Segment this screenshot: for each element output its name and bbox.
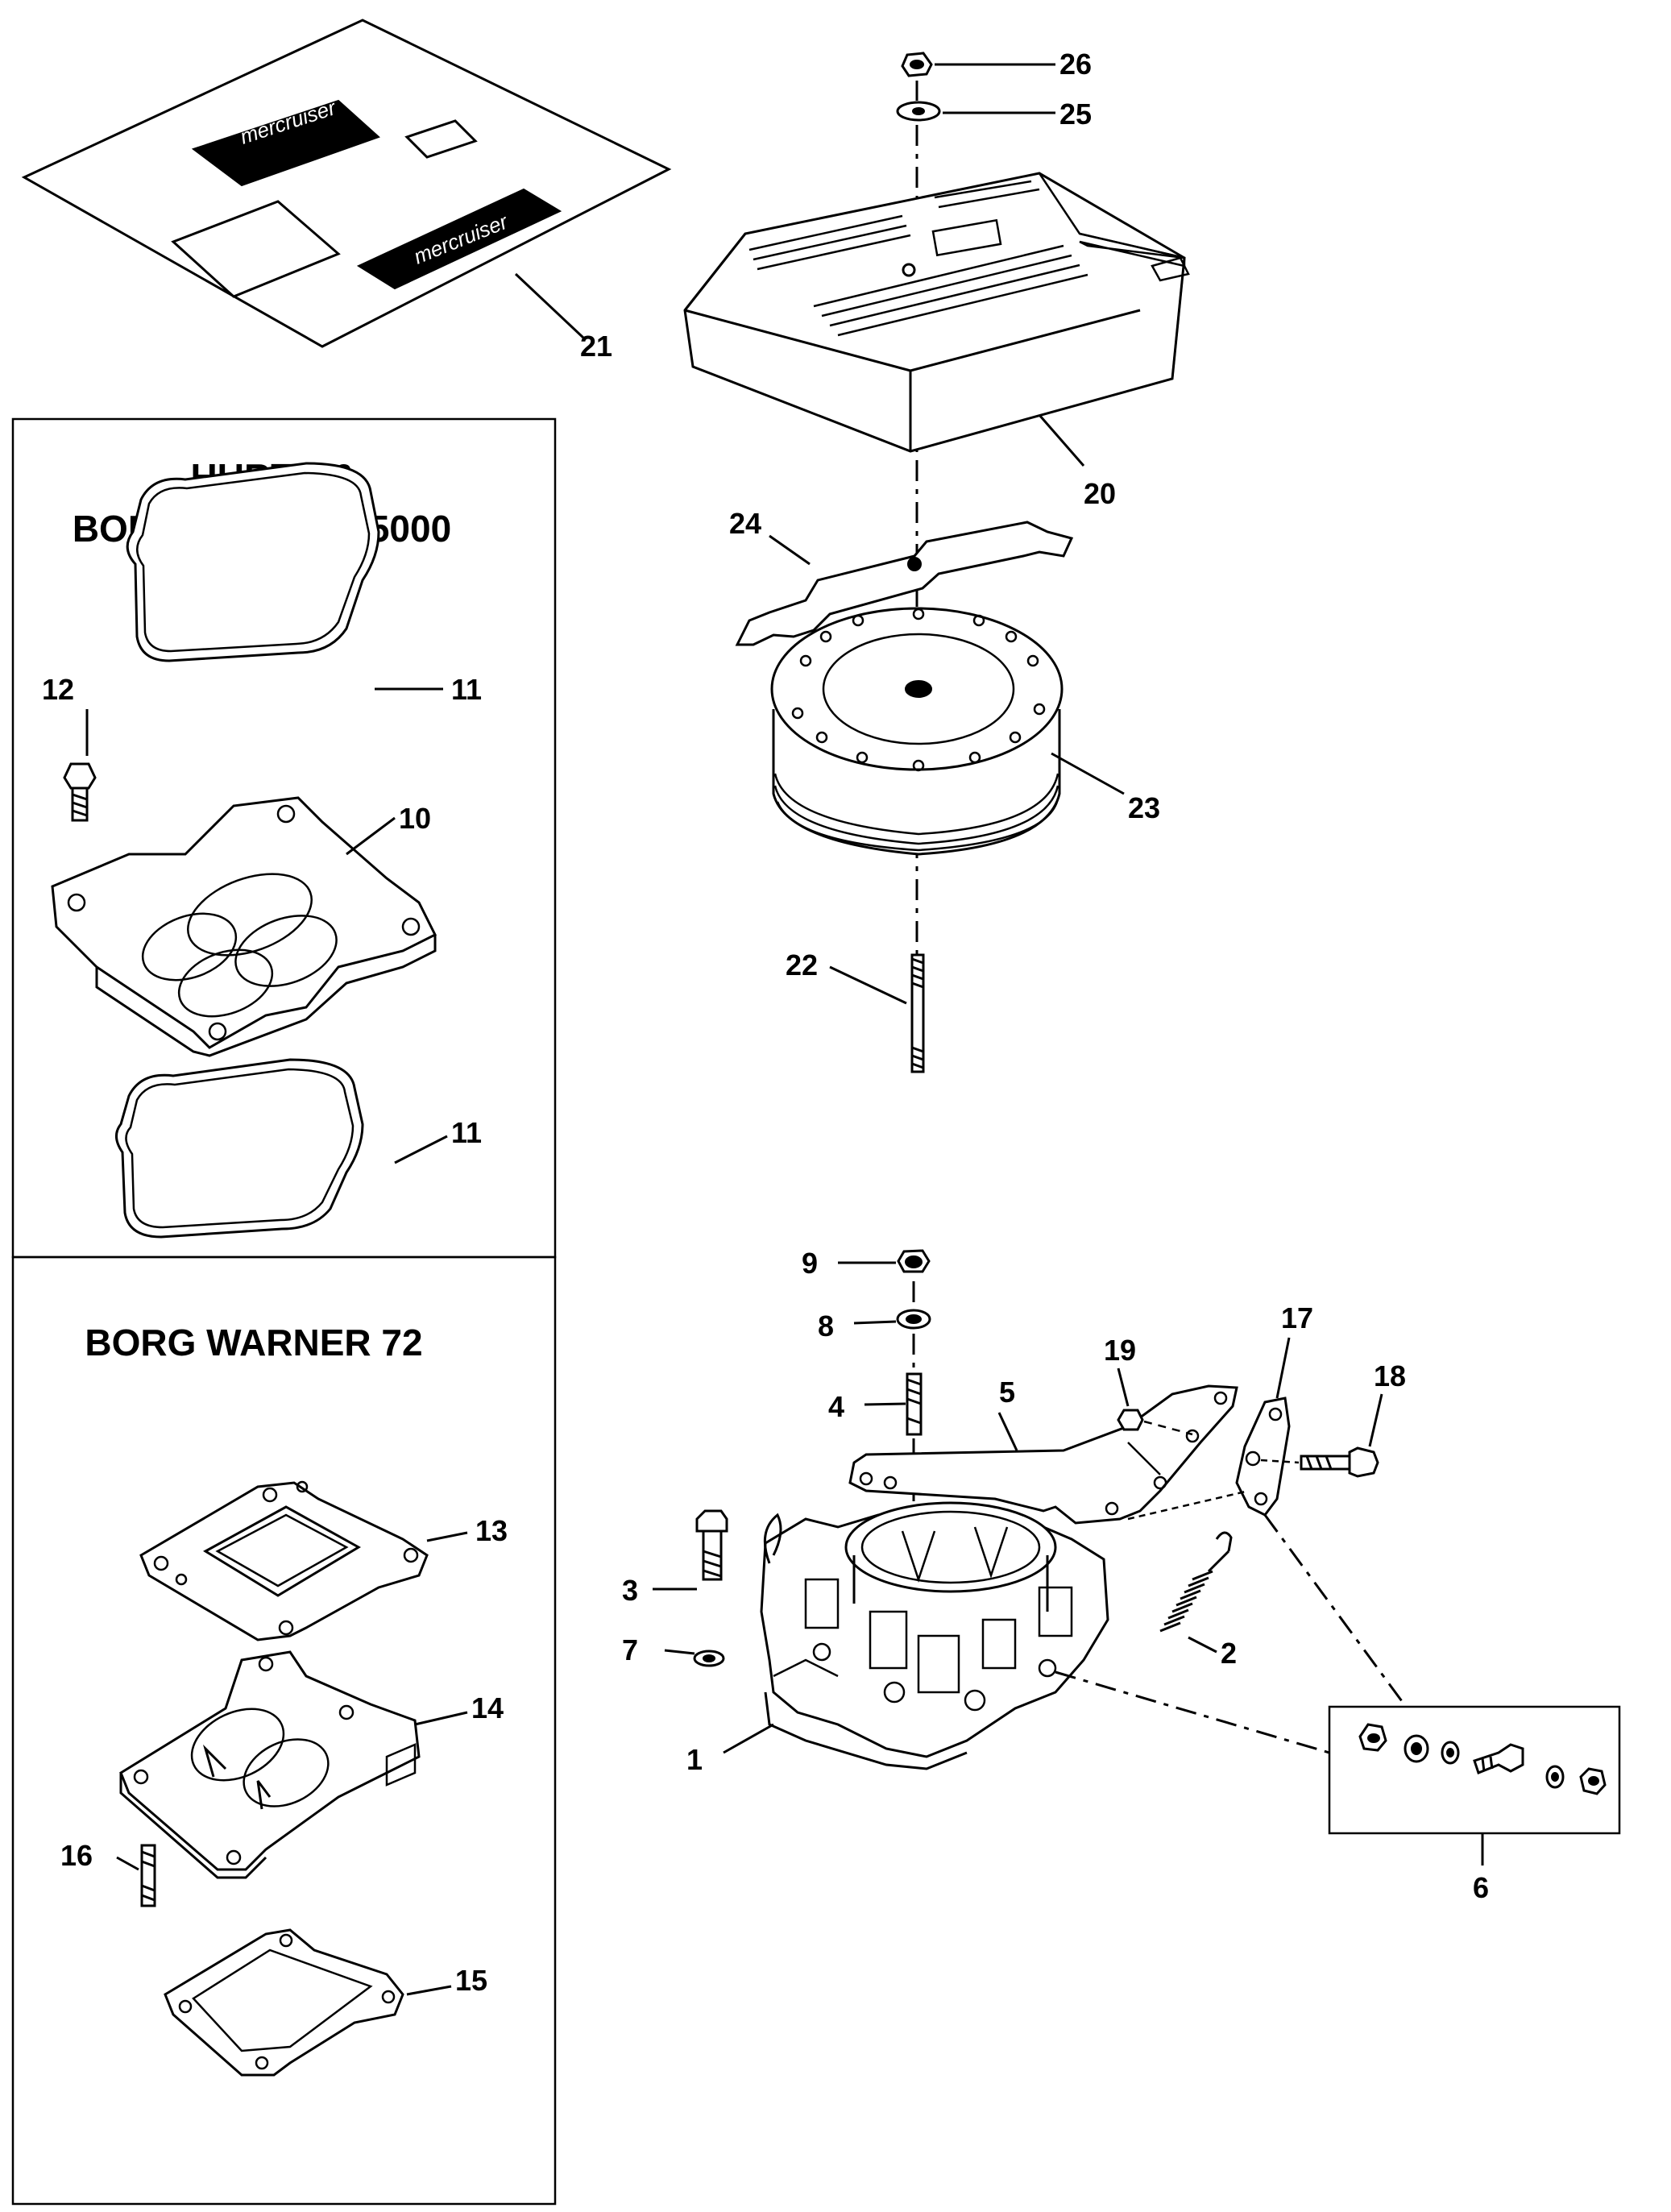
panel-borg-warner-72 xyxy=(11,1255,557,2206)
callout-labels: 26 25 21 20 24 23 22 12 11 10 11 13 14 1… xyxy=(42,48,1489,1997)
callout-26: 26 xyxy=(1059,48,1092,81)
callout-10: 10 xyxy=(399,802,431,835)
stud-part-22 xyxy=(910,953,925,1073)
callout-19: 19 xyxy=(1104,1334,1136,1367)
callout-3: 3 xyxy=(622,1574,638,1607)
callout-18: 18 xyxy=(1374,1359,1406,1392)
washer-part-25 xyxy=(896,101,941,122)
decal-sheet-part-21: mercruiser mercruiser xyxy=(21,19,672,348)
callout-6: 6 xyxy=(1473,1871,1489,1904)
panel-title-borg-warner-72: BORG WARNER 72 xyxy=(85,1322,422,1363)
bracket-part-24 xyxy=(735,521,1074,646)
callout-20: 20 xyxy=(1084,477,1116,510)
connector-plate-to-kit xyxy=(1263,1514,1408,1708)
spring-part-2 xyxy=(1159,1531,1233,1633)
callout-13: 13 xyxy=(475,1514,508,1547)
callout-1: 1 xyxy=(686,1743,703,1776)
nut-part-19 xyxy=(1117,1409,1144,1431)
callout-9: 9 xyxy=(802,1247,818,1280)
washer-part-8 xyxy=(896,1309,931,1330)
leader-lines xyxy=(85,63,1484,1996)
flame-arrestor-part-23 xyxy=(770,607,1064,856)
callout-8: 8 xyxy=(818,1309,834,1343)
callout-24: 24 xyxy=(729,507,761,540)
callout-2: 2 xyxy=(1221,1637,1237,1670)
callout-22: 22 xyxy=(786,948,818,981)
callout-25: 25 xyxy=(1059,98,1092,131)
stud-part-4 xyxy=(906,1372,923,1436)
callout-21: 21 xyxy=(580,330,612,363)
kit-components-part-6 xyxy=(1358,1723,1607,1795)
callout-17: 17 xyxy=(1281,1301,1313,1334)
callout-15: 15 xyxy=(455,1964,487,1997)
gasket-part-15 xyxy=(164,1928,404,2077)
callout-11-lower: 11 xyxy=(451,1116,482,1149)
bolt-part-18 xyxy=(1300,1446,1379,1478)
callout-12: 12 xyxy=(42,673,74,706)
plate-part-17 xyxy=(1235,1397,1291,1517)
nut-part-9 xyxy=(897,1249,931,1273)
stud-part-16 xyxy=(140,1844,156,1907)
connector-carb-to-kit xyxy=(1055,1670,1330,1754)
bolt-part-3 xyxy=(695,1509,728,1581)
flame-arrestor-cover-part-20 xyxy=(683,172,1190,453)
lock-washer-part-7 xyxy=(693,1650,725,1667)
kit-box-part-6 xyxy=(1328,1705,1621,1835)
callout-5: 5 xyxy=(999,1376,1015,1409)
screw-part-12 xyxy=(63,762,97,822)
gasket-part-11-lower xyxy=(115,1058,364,1239)
carburetor-part-1 xyxy=(760,1501,1109,1770)
callout-14: 14 xyxy=(471,1691,504,1724)
spacer-part-10 xyxy=(51,796,437,1057)
callout-11-upper: 11 xyxy=(451,673,482,706)
callout-4: 4 xyxy=(828,1390,844,1423)
callout-7: 7 xyxy=(622,1633,638,1666)
spacer-part-14 xyxy=(119,1650,421,1879)
gasket-part-11-upper xyxy=(126,462,380,662)
nut-part-26 xyxy=(901,52,933,77)
callout-16: 16 xyxy=(60,1839,93,1872)
gasket-part-13 xyxy=(139,1480,429,1641)
callout-23: 23 xyxy=(1128,791,1160,824)
